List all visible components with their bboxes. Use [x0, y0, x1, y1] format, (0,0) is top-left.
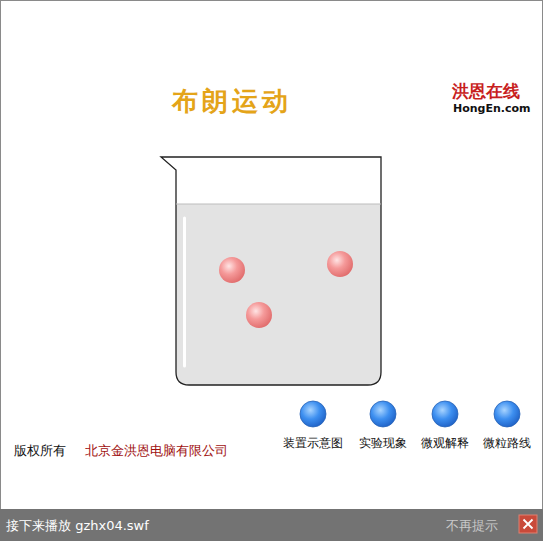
dismiss-text: 不再提示 — [446, 517, 498, 535]
button-circle — [348, 400, 418, 430]
beaker — [161, 157, 381, 385]
particle — [246, 302, 272, 328]
particle — [327, 251, 353, 277]
menu-button: 实验现象 — [348, 400, 418, 456]
status-bar — [0, 509, 543, 541]
button-label: 微观解释 — [410, 435, 480, 452]
button-circle — [278, 400, 348, 430]
status-bar-band: 接下来播放 gzhx04.swf 不再提示 — [0, 509, 543, 541]
close-icon — [519, 515, 537, 533]
copyright-label: 版权所有 — [14, 442, 66, 460]
menu-button: 微观解释 — [410, 400, 480, 456]
button-label: 实验现象 — [348, 435, 418, 452]
menu-button: 微粒路线 — [472, 400, 542, 456]
beaker-outline — [161, 157, 381, 385]
company-name: 北京金洪恩电脑有限公司 — [85, 442, 228, 460]
glass-highlight — [183, 218, 186, 366]
menu-button: 装置示意图 — [278, 400, 348, 456]
button-circle — [472, 400, 542, 430]
particle — [219, 257, 245, 283]
logo-url: HongEn.com — [453, 102, 531, 115]
next-play-text: 接下来播放 gzhx04.swf — [6, 517, 149, 535]
liquid-surface — [176, 204, 381, 205]
button-circle — [410, 400, 480, 430]
button-label: 微粒路线 — [472, 435, 542, 452]
title: 布朗运动 — [172, 84, 292, 119]
liquid — [176, 204, 381, 385]
button-label: 装置示意图 — [278, 435, 348, 452]
logo-text: 洪恩在线 — [452, 80, 520, 103]
